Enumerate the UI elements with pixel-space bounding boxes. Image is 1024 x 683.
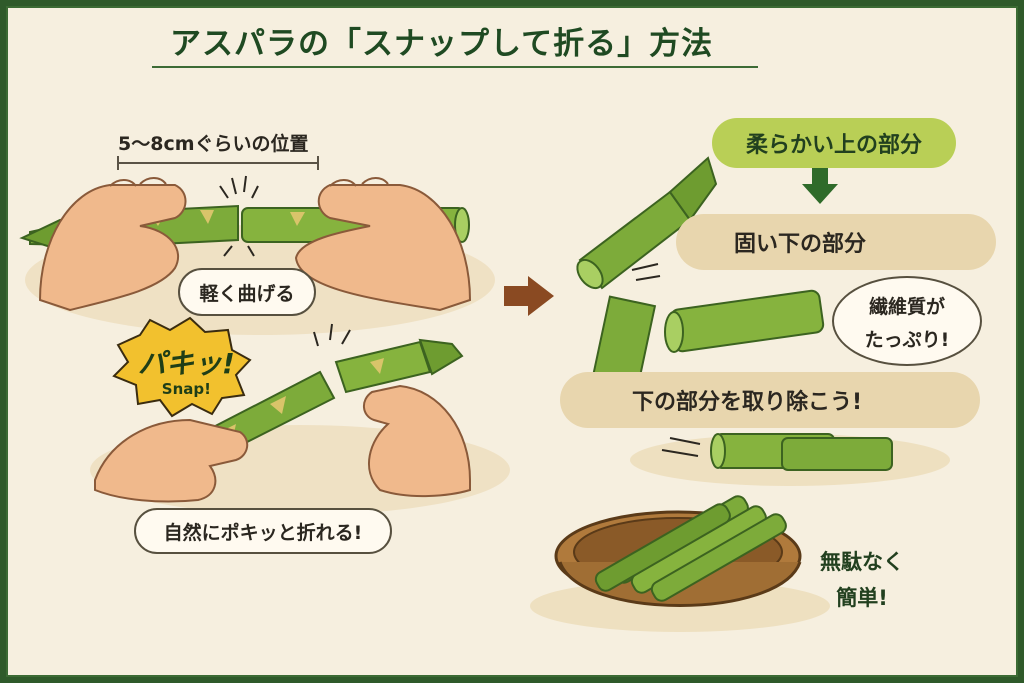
- strain-lines: [219, 175, 259, 257]
- flow-arrow-icon: [504, 276, 554, 316]
- result-speech-bubble: 自然にポキッと折れる!: [134, 508, 392, 554]
- hand-left-top: [38, 177, 187, 312]
- fiber-line1: 繊維質が: [868, 296, 945, 318]
- basket-line1: 無駄なく: [820, 550, 904, 574]
- snap-en: Snap!: [161, 380, 211, 398]
- remove-band: 下の部分を取り除こう!: [560, 372, 980, 428]
- left-illustration: [19, 156, 510, 515]
- fiber-line2: たっぷり!: [864, 329, 950, 351]
- hand-right-top: [294, 177, 472, 312]
- motion-lines-1: [631, 263, 661, 281]
- measure-bracket: [117, 156, 319, 170]
- hard-part-band: 固い下の部分: [676, 214, 996, 270]
- snap-burst: [112, 316, 252, 418]
- asparagus-fiber-piece: [664, 289, 825, 353]
- basket-caption: 無駄なく 簡単!: [820, 546, 904, 612]
- bend-label: 軽く曲げる: [199, 282, 295, 305]
- title-underline: [152, 66, 758, 68]
- top-part-pill: 柔らかい上の部分: [712, 118, 956, 168]
- snap-sound-text: パキッ! Snap!: [138, 342, 235, 398]
- remove-label: 下の部分を取り除こう!: [632, 390, 863, 415]
- asparagus-tip-piece: [576, 156, 718, 290]
- position-label: 5～8cmぐらいの位置: [118, 133, 309, 155]
- page-title: アスパラの「スナップして折る」方法: [170, 26, 714, 62]
- down-arrow-icon: [802, 168, 838, 204]
- basket-line2: 簡単!: [836, 586, 888, 610]
- bend-speech-bubble: 軽く曲げる: [178, 268, 316, 316]
- basket-asparagus-bunch: [594, 495, 787, 602]
- snap-jp: パキッ!: [138, 347, 235, 380]
- hand-left-bottom: [94, 418, 249, 503]
- hand-right-bottom: [363, 384, 471, 498]
- result-label: 自然にポキッと折れる!: [163, 521, 363, 544]
- hard-part-label: 固い下の部分: [734, 232, 867, 257]
- motion-lines-2: [661, 437, 701, 457]
- snap-lines: [313, 323, 351, 347]
- fiber-speech-bubble: 繊維質が たっぷり!: [832, 276, 982, 366]
- top-part-label: 柔らかい上の部分: [745, 133, 922, 158]
- asparagus-removed-pieces: [710, 433, 893, 471]
